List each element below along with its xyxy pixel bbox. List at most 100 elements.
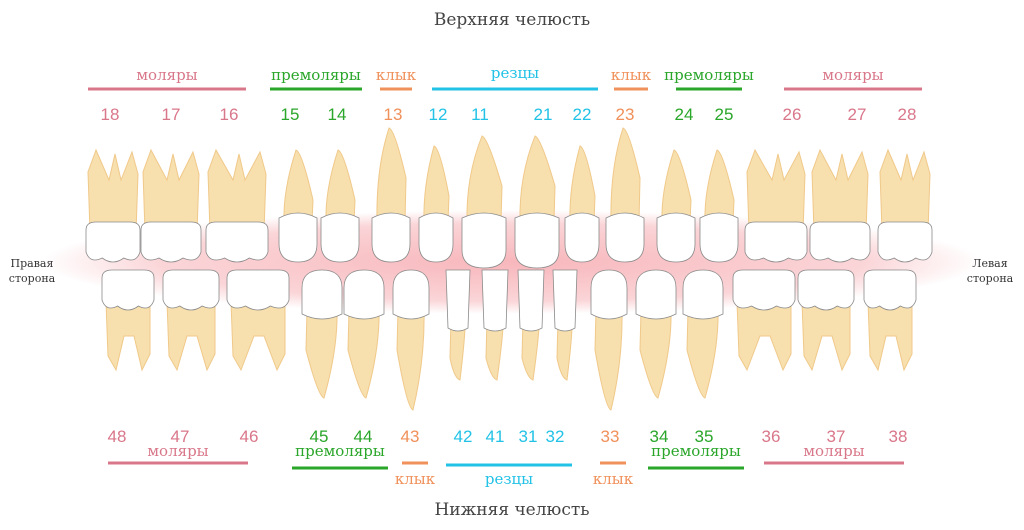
lower-tooth-number-34: 34	[650, 427, 669, 446]
tooth-22-crown	[564, 212, 600, 263]
tooth-18-root	[87, 148, 139, 233]
tooth-34-crown	[635, 269, 677, 320]
lower-tooth-number-43: 43	[401, 427, 420, 446]
tooth-46-root	[230, 301, 286, 372]
upper-molars-right-label: моляры	[136, 66, 197, 84]
upper-tooth-number-24: 24	[675, 105, 694, 124]
tooth-13-crown	[371, 212, 411, 263]
lower-molars-left-label: моляры	[803, 442, 864, 460]
upper-canine-left-label: клык	[611, 66, 652, 84]
upper-jaw-title: Верхняя челюсть	[433, 10, 591, 30]
tooth-26-crown	[744, 221, 808, 263]
lower-tooth-number-38: 38	[889, 427, 908, 446]
upper-tooth-number-27: 27	[848, 105, 867, 124]
tooth-45	[301, 269, 343, 399]
tooth-23	[605, 127, 645, 263]
tooth-14-crown	[320, 212, 360, 263]
tooth-16-root	[207, 148, 267, 233]
tooth-15	[278, 149, 318, 263]
tooth-24-root	[661, 149, 692, 223]
lower-incisors-label: резцы	[485, 470, 533, 488]
upper-tooth-number-11: 11	[471, 105, 489, 124]
tooth-43	[392, 269, 430, 411]
tooth-24	[656, 149, 696, 263]
tooth-12-crown	[418, 212, 454, 263]
tooth-36-crown	[732, 269, 796, 311]
lower-tooth-number-37: 37	[827, 427, 846, 446]
tooth-33-crown	[590, 269, 628, 320]
lower-molars-right-label: моляры	[147, 442, 208, 460]
tooth-21-crown	[514, 212, 560, 269]
tooth-24-crown	[656, 212, 696, 263]
tooth-43-root	[396, 309, 425, 411]
tooth-18	[85, 148, 141, 263]
lower-tooth-number-41: 41	[486, 427, 505, 446]
tooth-17	[140, 148, 202, 263]
right-side-label-line2: сторона	[8, 272, 56, 285]
tooth-31	[517, 269, 545, 381]
lower-canine-right-label: клык	[395, 470, 436, 488]
tooth-25-crown	[699, 212, 739, 263]
tooth-31-crown	[517, 269, 545, 332]
tooth-25-root	[704, 149, 735, 223]
tooth-11-crown	[461, 212, 507, 269]
tooth-48	[101, 269, 155, 372]
tooth-21-root	[519, 135, 556, 223]
upper-molars-left-label: моляры	[822, 66, 883, 84]
tooth-16-crown	[205, 221, 269, 263]
lower-tooth-number-33: 33	[601, 427, 620, 446]
tooth-27-crown	[809, 221, 871, 263]
lower-tooth-number-35: 35	[695, 427, 714, 446]
tooth-13	[371, 127, 411, 263]
tooth-23-root	[610, 127, 641, 223]
tooth-33-root	[594, 309, 623, 411]
tooth-47-root	[166, 301, 216, 372]
tooth-41-crown	[481, 269, 509, 332]
tooth-43-crown	[392, 269, 430, 320]
tooth-35-crown	[682, 269, 724, 320]
lower-tooth-number-44: 44	[354, 427, 373, 446]
tooth-11-root	[466, 135, 503, 223]
tooth-13-root	[376, 127, 407, 223]
tooth-22-root	[569, 145, 596, 223]
upper-tooth-number-12: 12	[429, 105, 448, 124]
tooth-48-crown	[101, 269, 155, 311]
tooth-36	[732, 269, 796, 372]
tooth-47-crown	[162, 269, 220, 311]
upper-tooth-number-14: 14	[328, 105, 347, 124]
tooth-44	[343, 269, 385, 399]
upper-tooth-number-16: 16	[220, 105, 239, 124]
tooth-12-root	[423, 145, 450, 223]
tooth-26	[744, 148, 808, 263]
tooth-17-crown	[140, 221, 202, 263]
tooth-15-crown	[278, 212, 318, 263]
tooth-35	[682, 269, 724, 399]
tooth-18-crown	[85, 221, 141, 263]
upper-tooth-number-21: 21	[534, 105, 553, 124]
lower-tooth-number-31: 31	[519, 427, 538, 446]
tooth-21	[514, 135, 560, 269]
tooth-38	[863, 269, 917, 372]
lower-canine-left-label: клык	[593, 470, 634, 488]
tooth-38-root	[867, 301, 913, 372]
upper-tooth-number-22: 22	[573, 105, 592, 124]
tooth-28-crown	[877, 221, 933, 263]
tooth-38-crown	[863, 269, 917, 311]
upper-premolars-left-label: премоляры	[664, 66, 754, 84]
upper-tooth-number-13: 13	[384, 105, 403, 124]
lower-tooth-number-45: 45	[310, 427, 329, 446]
tooth-36-root	[736, 301, 792, 372]
tooth-44-root	[347, 309, 380, 399]
upper-tooth-number-17: 17	[162, 105, 181, 124]
tooth-46	[226, 269, 290, 372]
tooth-42-crown	[445, 269, 471, 332]
lower-tooth-number-48: 48	[108, 427, 127, 446]
tooth-47	[162, 269, 220, 372]
upper-premolars-right-label: премоляры	[271, 66, 361, 84]
tooth-45-crown	[301, 269, 343, 320]
tooth-32-crown	[552, 269, 578, 332]
upper-incisors-label: резцы	[491, 64, 539, 82]
upper-tooth-number-26: 26	[783, 105, 802, 124]
